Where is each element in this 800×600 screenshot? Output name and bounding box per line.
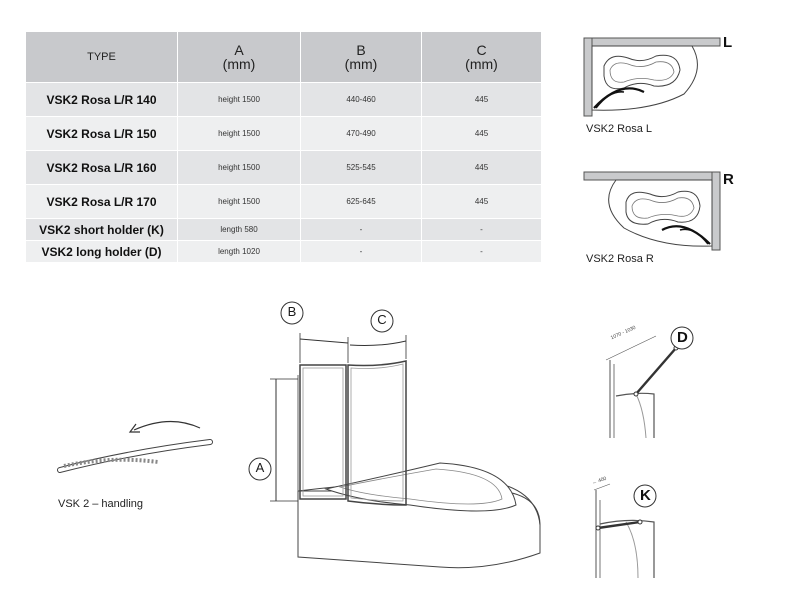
cell-c: 445 <box>421 116 542 151</box>
label-c: C <box>377 312 387 327</box>
header-b-unit: (mm) <box>344 56 378 72</box>
table-row: VSK2 Rosa L/R 150 height 1500 470-490 44… <box>25 116 542 151</box>
cell-a: length 580 <box>177 218 301 241</box>
cell-a: height 1500 <box>177 82 301 117</box>
table-row: VSK2 Rosa L/R 160 height 1500 525-545 44… <box>25 150 542 185</box>
cell-a: height 1500 <box>177 184 301 219</box>
cell-b: - <box>300 218 422 241</box>
cell-a: height 1500 <box>177 150 301 185</box>
table-row: VSK2 Rosa L/R 140 height 1500 440-460 44… <box>25 82 542 117</box>
spec-table: TYPE A(mm) B(mm) C(mm) VSK2 Rosa L/R 140… <box>25 31 542 263</box>
cell-type: VSK2 Rosa L/R 160 <box>25 150 178 185</box>
cell-type: VSK2 Rosa L/R 170 <box>25 184 178 219</box>
header-c: C(mm) <box>421 31 542 83</box>
header-a-unit: (mm) <box>222 56 256 72</box>
cell-type: VSK2 long holder (D) <box>25 240 178 263</box>
table-row: VSK2 long holder (D) length 1020 - - <box>25 240 542 263</box>
header-a: A(mm) <box>177 31 301 83</box>
table-row: VSK2 Rosa L/R 170 height 1500 625-645 44… <box>25 184 542 219</box>
label-b: B <box>287 304 297 319</box>
header-c-letter: C <box>476 42 487 58</box>
cell-type: VSK2 short holder (K) <box>25 218 178 241</box>
header-b: B(mm) <box>300 31 422 83</box>
cell-b: 470-490 <box>300 116 422 151</box>
cell-type: VSK2 Rosa L/R 150 <box>25 116 178 151</box>
caption-right: VSK2 Rosa R <box>586 253 654 265</box>
cell-c: - <box>421 218 542 241</box>
label-a: A <box>255 460 265 475</box>
holder-long-letter: D <box>677 329 688 346</box>
short-holder-diagram <box>593 483 657 579</box>
table-header-row: TYPE A(mm) B(mm) C(mm) <box>25 31 542 83</box>
cell-c: 445 <box>421 184 542 219</box>
header-type-label: TYPE <box>87 51 116 63</box>
cell-c: - <box>421 240 542 263</box>
cell-a: length 1020 <box>177 240 301 263</box>
bathtub-right-diagram <box>583 171 721 251</box>
cell-b: 525-545 <box>300 150 422 185</box>
long-holder-diagram <box>605 326 694 439</box>
bath-screen-diagram <box>248 301 541 569</box>
side-letter-left: L <box>723 34 733 51</box>
bathtub-left-diagram <box>583 37 721 117</box>
cell-a: height 1500 <box>177 116 301 151</box>
table-row: VSK2 short holder (K) length 580 - - <box>25 218 542 241</box>
header-b-letter: B <box>356 42 366 58</box>
handling-caption: VSK 2 – handling <box>58 498 144 510</box>
handling-diagram <box>57 420 213 473</box>
cell-c: 445 <box>421 82 542 117</box>
side-letter-right: R <box>723 171 734 188</box>
cell-c: 445 <box>421 150 542 185</box>
header-c-unit: (mm) <box>465 56 498 72</box>
cell-b: 440-460 <box>300 82 422 117</box>
holder-short-letter: K <box>640 487 651 504</box>
header-type: TYPE <box>25 31 178 83</box>
header-a-letter: A <box>234 42 244 58</box>
cell-b: 625-645 <box>300 184 422 219</box>
cell-b: - <box>300 240 422 263</box>
caption-left: VSK2 Rosa L <box>586 123 653 135</box>
cell-type: VSK2 Rosa L/R 140 <box>25 82 178 117</box>
